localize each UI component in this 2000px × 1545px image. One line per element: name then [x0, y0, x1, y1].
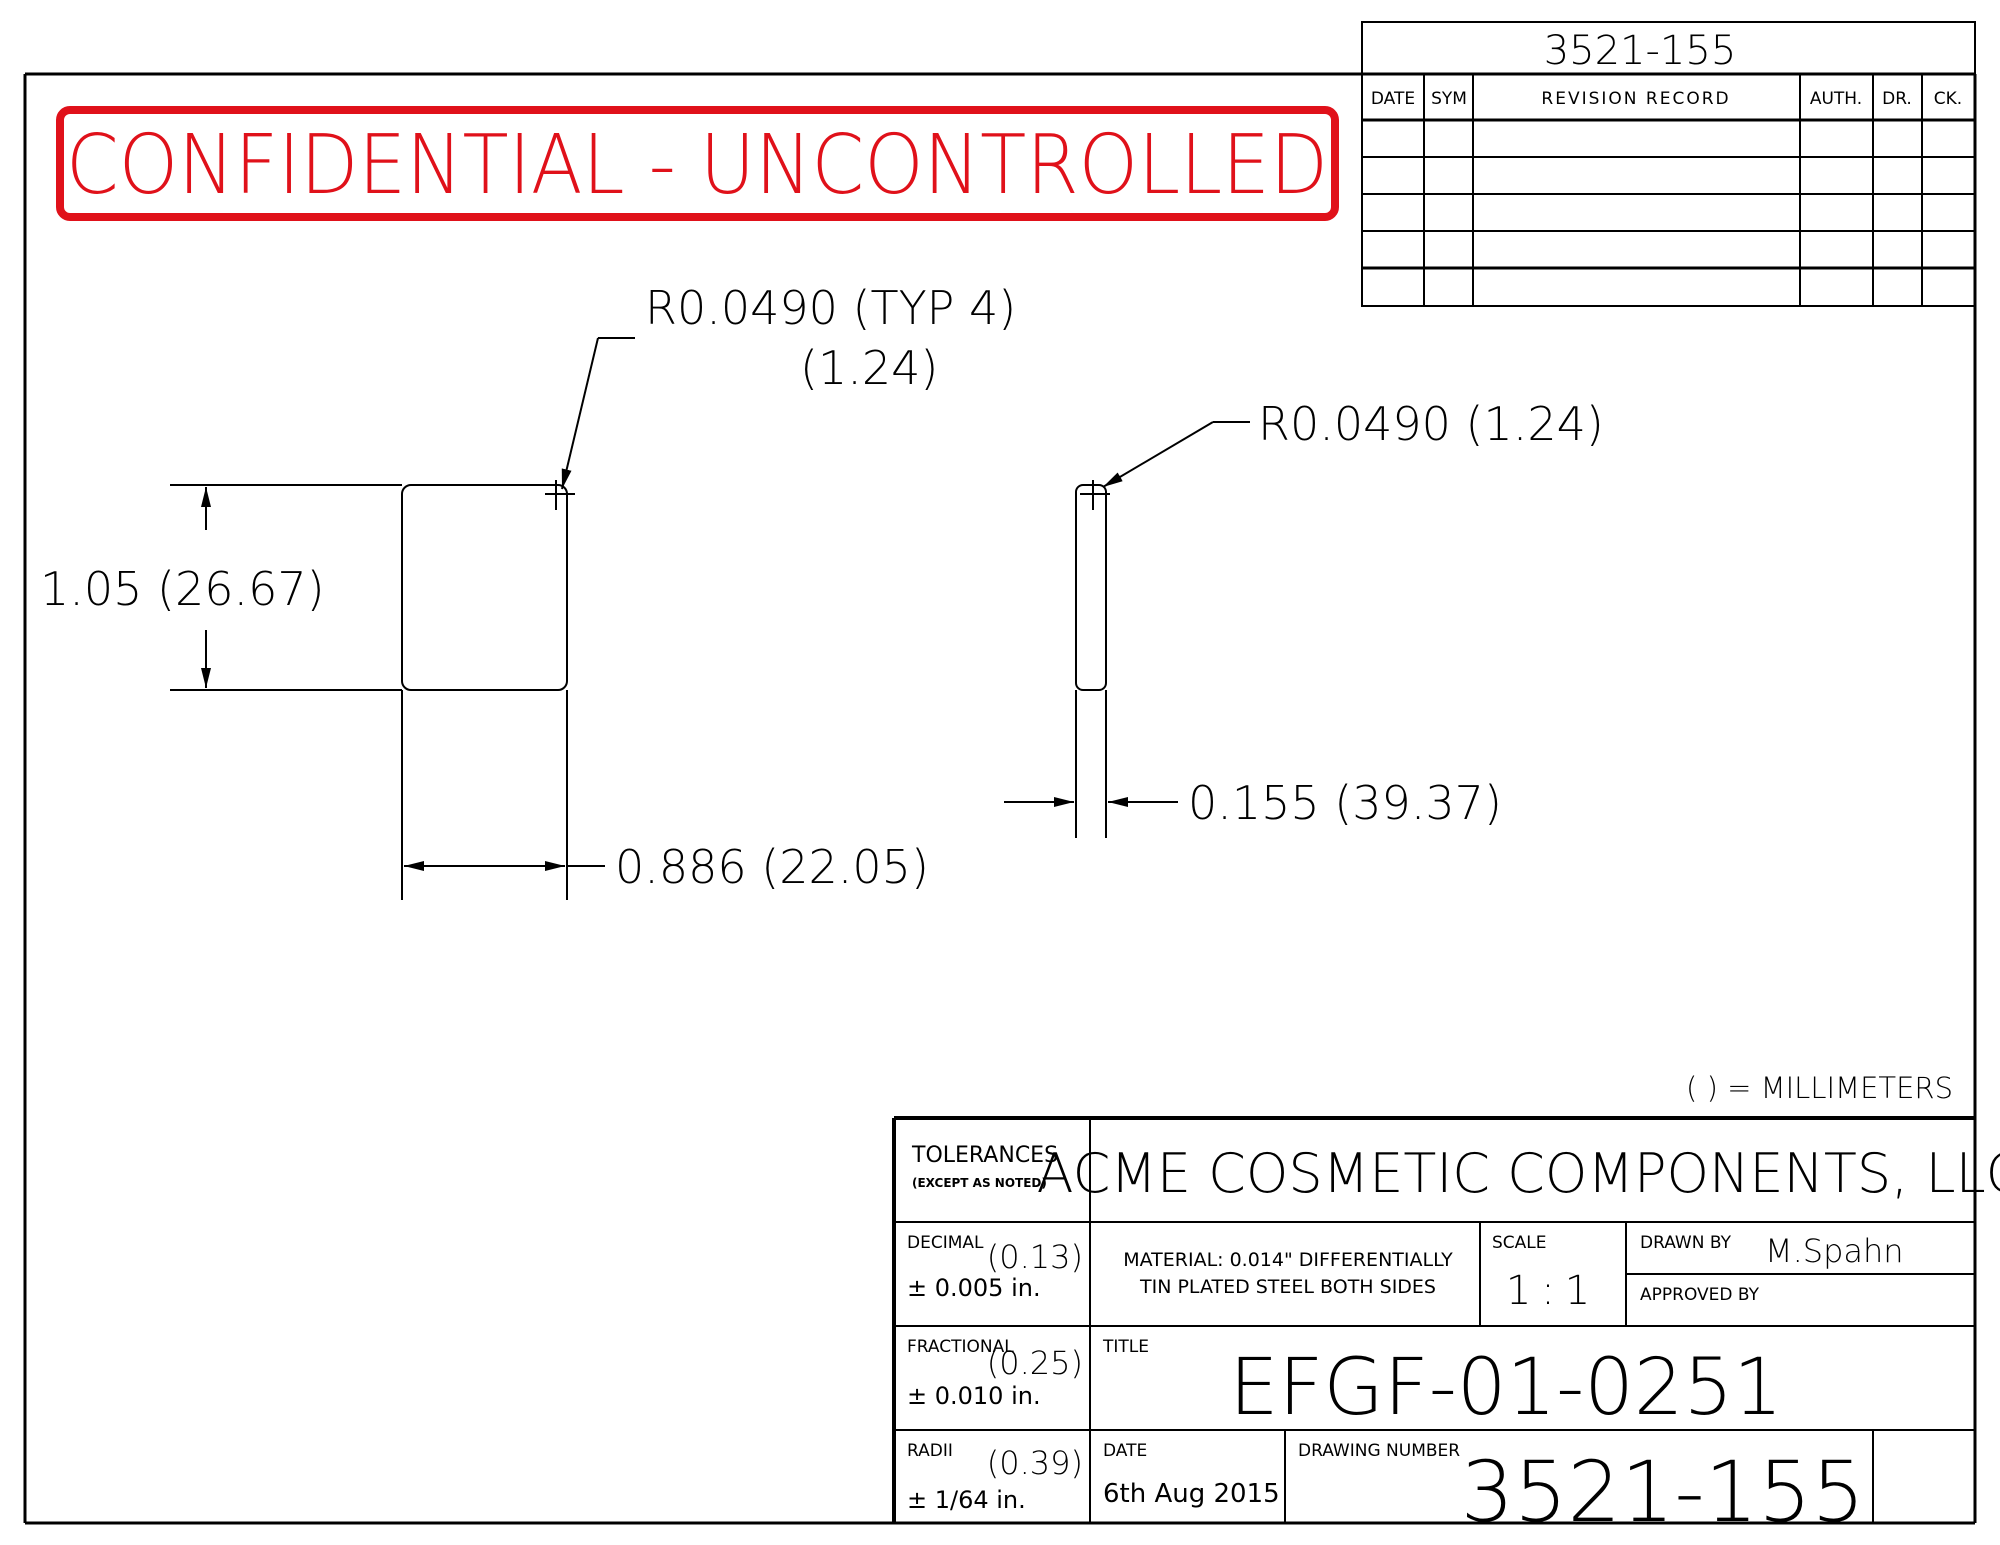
title-label: TITLE: [1102, 1337, 1149, 1357]
front-view-outline: [170, 484, 568, 900]
company-name: ACME COSMETIC COMPONENTS, LLC: [1037, 1142, 2000, 1205]
material-line2: TIN PLATED STEEL BOTH SIDES: [1139, 1276, 1436, 1298]
rev-header-ck: CK.: [1934, 89, 1962, 109]
drawn-by-label: DRAWN BY: [1640, 1233, 1732, 1253]
fractional-label: FRACTIONAL: [907, 1337, 1014, 1357]
tolerances-subtitle: (EXCEPT AS NOTED): [912, 1176, 1047, 1190]
corner-radius-note-line1: R0.0490 (TYP 4): [645, 281, 1016, 335]
side-radius-note: R0.0490 (1.24): [1258, 397, 1604, 451]
rev-header-sym: SYM: [1431, 89, 1467, 109]
drawing-number-label: DRAWING NUMBER: [1298, 1441, 1460, 1461]
radii-value: ± 1/64 in.: [907, 1486, 1026, 1514]
corner-radius-note-line2: (1.24): [800, 341, 938, 395]
units-note: ( ) = MILLIMETERS: [1686, 1071, 1953, 1105]
revision-block: 3521-155 DATE SYM REVISION RECORD AUTH. …: [1361, 21, 1976, 307]
decimal-value: ± 0.005 in.: [907, 1274, 1041, 1302]
confidential-stamp: CONFIDENTIAL - UNCONTROLLED: [56, 106, 1339, 221]
side-radius-leader: [1080, 421, 1250, 510]
drawing-number-value: 3521-155: [1461, 1443, 1865, 1541]
tolerances-title: TOLERANCES: [911, 1143, 1058, 1168]
height-dimension-label: 1.05 (26.67): [40, 562, 325, 616]
radii-mm: (0.39): [987, 1444, 1083, 1482]
thickness-dimension-label: 0.155 (39.37): [1188, 776, 1502, 830]
fractional-value: ± 0.010 in.: [907, 1382, 1041, 1410]
corner-radius-leader: [545, 337, 635, 510]
material-line1: MATERIAL: 0.014" DIFFERENTIALLY: [1123, 1249, 1453, 1271]
stamp-text: CONFIDENTIAL - UNCONTROLLED: [66, 118, 1328, 213]
width-dimension-label: 0.886 (22.05): [615, 840, 929, 894]
scale-label: SCALE: [1492, 1233, 1547, 1253]
approved-by-label: APPROVED BY: [1640, 1285, 1760, 1305]
radii-label: RADII: [907, 1441, 953, 1461]
decimal-label: DECIMAL: [907, 1233, 984, 1253]
sheet-border: [23, 72, 1977, 1525]
rev-header-auth: AUTH.: [1810, 89, 1862, 109]
decimal-mm: (0.13): [987, 1238, 1083, 1276]
title-value: EFGF-01-0251: [1229, 1343, 1783, 1433]
revision-drawing-ref: 3521-155: [1544, 28, 1737, 74]
side-view-outline: [1075, 484, 1107, 838]
drawn-by-value: M.Spahn: [1765, 1232, 1904, 1270]
rev-header-dr: DR.: [1882, 89, 1912, 109]
title-block-grid: [892, 1116, 1975, 1523]
rev-header-date: DATE: [1371, 89, 1415, 109]
scale-value: 1:1: [1506, 1268, 1600, 1314]
date-value: 6th Aug 2015: [1103, 1479, 1280, 1509]
rev-header-record: REVISION RECORD: [1541, 89, 1730, 109]
date-label: DATE: [1103, 1441, 1147, 1461]
fractional-mm: (0.25): [987, 1344, 1083, 1382]
